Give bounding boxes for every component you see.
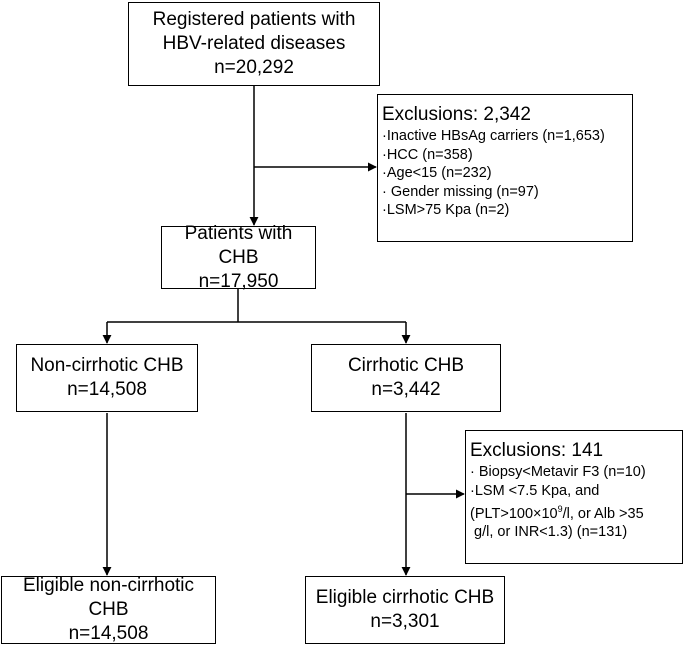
exclusion2-item3-post: /l, or Alb >35 [562,505,644,522]
cirrhotic-label: Cirrhotic CHB [347,355,465,376]
exclusion1-item: ·HCC (n=358) [382,146,473,163]
registered-line2: HBV-related diseases [162,33,346,54]
exclusion2-item: ·LSM <7.5 Kpa, and [470,482,600,499]
chb-patients-box: Patients with CHB n=17,950 [161,223,316,292]
noncirrhotic-label: Non-cirrhotic CHB [30,355,184,376]
exclusion1-item: ·Inactive HBsAg carriers (n=1,653) [382,128,605,144]
exclusion2-item: g/l, or INR<1.3) (n=131) [470,524,628,541]
chb-label: Patients with CHB [184,222,293,268]
exclusion1-item: ·Age<15 (n=232) [382,165,492,181]
registered-count: n=20,292 [214,57,294,78]
eligible-cirrhotic-label: Eligible cirrhotic CHB [315,587,495,608]
exclusion2-item3-sup: 9 [557,504,563,514]
exclusion2-item-platelets: (PLT>100×109/l, or Alb >35 [470,500,676,523]
registered-line1: Registered patients with [152,9,356,30]
exclusions-box-1: Exclusions: 2,342 ·Inactive HBsAg carrie… [377,94,633,242]
exclusion1-item: ·LSM>75 Kpa (n=2) [382,202,510,218]
exclusion2-item3-pre: (PLT>100×10 [470,505,558,522]
eligible-cirrhotic-box: Eligible cirrhotic CHB n=3,301 [305,576,505,644]
eligible-noncirrhotic-count: n=14,508 [68,623,149,644]
exclusions2-title: Exclusions: 141 [470,440,604,461]
registered-patients-box: Registered patients with HBV-related dis… [128,2,380,86]
cirrhotic-count: n=3,442 [371,379,441,400]
exclusion1-item: · Gender missing (n=97) [382,183,539,200]
noncirrhotic-box: Non-cirrhotic CHB n=14,508 [16,344,198,412]
eligible-noncirrhotic-box: Eligible non-cirrhotic CHB n=14,508 [1,575,216,644]
chb-count: n=17,950 [198,270,279,292]
eligible-noncirrhotic-label: Eligible non-cirrhotic CHB [22,575,195,620]
cirrhotic-box: Cirrhotic CHB n=3,442 [311,344,501,412]
exclusions-box-2: Exclusions: 141 · Biopsy<Metavir F3 (n=1… [465,430,683,564]
exclusion2-item: · Biopsy<Metavir F3 (n=10) [470,464,646,480]
eligible-cirrhotic-count: n=3,301 [370,611,440,632]
noncirrhotic-count: n=14,508 [67,379,147,400]
exclusions1-title: Exclusions: 2,342 [382,104,531,125]
